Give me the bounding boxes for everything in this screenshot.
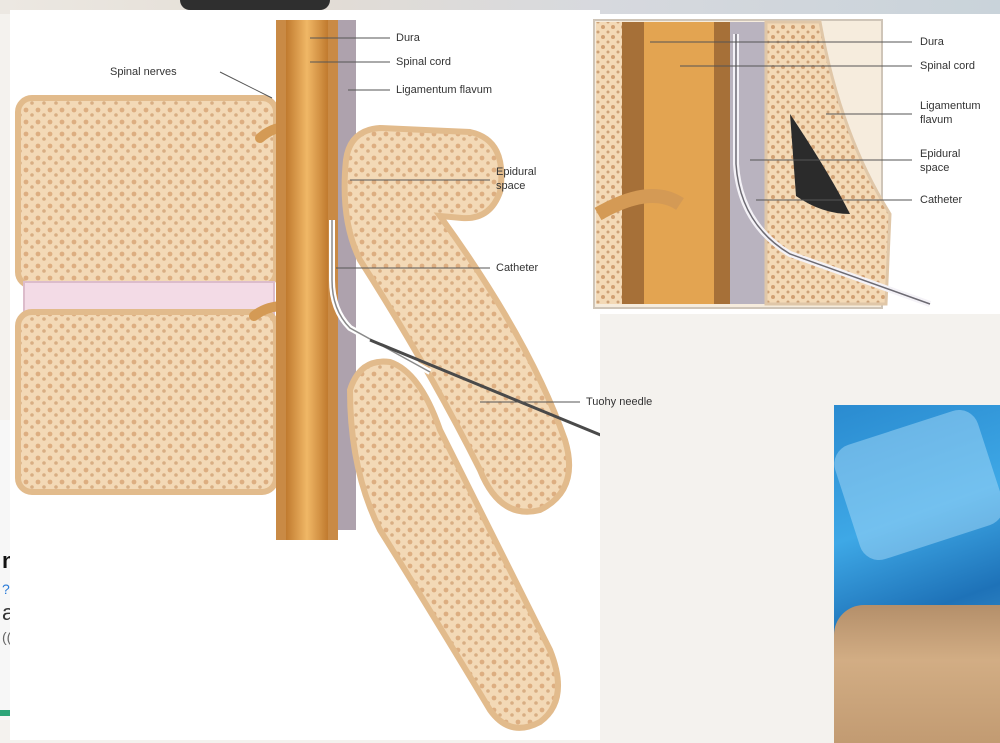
vertebral-body-upper <box>18 98 276 286</box>
spinal-cord <box>286 20 328 540</box>
inset-label-ligamentum-line2: flavum <box>920 114 952 126</box>
spine-illustration <box>10 10 600 740</box>
clinical-photo <box>834 405 1000 743</box>
inset-spinal-cord <box>644 22 714 304</box>
label-ligamentum-flavum: Ligamentum flavum <box>396 84 492 96</box>
inset-dura <box>622 22 644 304</box>
inset-dura-right <box>714 22 730 304</box>
epidural-inset-diagram: Dura Spinal cord Ligamentum flavum Epidu… <box>590 14 1000 314</box>
vertebral-body-lower <box>18 312 276 492</box>
fragment-text-b: ? <box>2 578 10 600</box>
label-epidural-space-line1: Epidural <box>496 166 536 178</box>
label-catheter: Catheter <box>496 262 538 274</box>
inset-vertebral-body <box>596 22 622 304</box>
label-epidural-space-line2: space <box>496 180 525 192</box>
epidural-main-diagram: Spinal nerves Dura Spinal cord Ligamentu… <box>10 10 600 740</box>
background-dark-shape <box>180 0 330 10</box>
photo-patient-back <box>834 605 1000 743</box>
label-spinal-cord: Spinal cord <box>396 56 451 68</box>
label-spinal-nerves: Spinal nerves <box>110 66 177 78</box>
inset-label-ligamentum-line1: Ligamentum <box>920 100 981 112</box>
label-dura: Dura <box>396 32 420 44</box>
inset-label-spinal-cord: Spinal cord <box>920 60 975 72</box>
inset-label-dura: Dura <box>920 36 944 48</box>
label-tuohy-needle: Tuohy needle <box>586 396 652 408</box>
inset-label-epidural-line2: space <box>920 162 949 174</box>
photo-surgical-drape <box>834 405 1000 565</box>
inset-label-catheter: Catheter <box>920 194 962 206</box>
inset-label-epidural-line1: Epidural <box>920 148 960 160</box>
